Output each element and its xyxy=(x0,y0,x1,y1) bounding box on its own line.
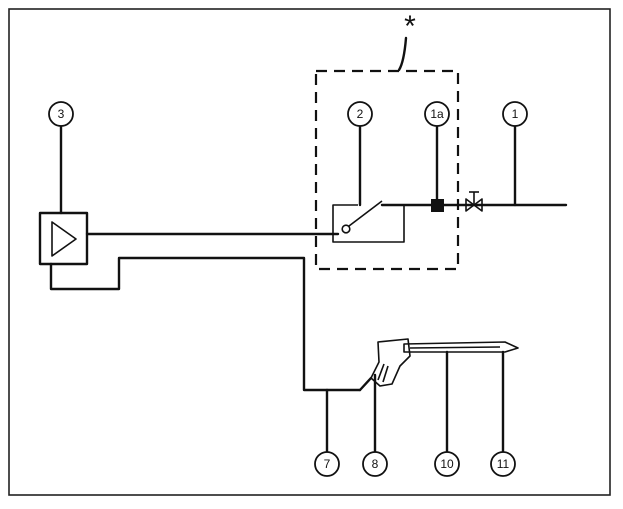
switch-contact xyxy=(341,224,351,234)
amplifier-box xyxy=(38,211,89,266)
callout-label-11: 11 xyxy=(497,457,510,471)
callout-7: 7 xyxy=(314,451,340,477)
enclosure-leader-line xyxy=(397,36,408,72)
group-marker-asterisk: * xyxy=(404,10,416,43)
callout-11: 11 xyxy=(490,451,516,477)
callout-label-1: 1 xyxy=(512,107,519,121)
valve-symbol-icon xyxy=(465,191,483,212)
callout-1: 1 xyxy=(502,101,528,127)
callout-label-8: 8 xyxy=(372,457,379,471)
callout-2: 2 xyxy=(347,101,373,127)
dashed-box xyxy=(314,69,460,271)
callout-10: 10 xyxy=(434,451,460,477)
spray-gun-icon xyxy=(358,338,519,392)
switch-lever xyxy=(348,200,383,227)
callout-label-1a: 1a xyxy=(430,107,444,121)
switch-block xyxy=(332,200,405,243)
amplifier-triangle-icon xyxy=(51,221,77,257)
gun-cable xyxy=(49,256,362,392)
dashed-enclosure: * xyxy=(314,10,460,271)
callout-label-7: 7 xyxy=(324,457,331,471)
callout-1a: 1a xyxy=(424,101,450,127)
callout-label-3: 3 xyxy=(58,107,65,121)
callout-3: 3 xyxy=(48,101,74,127)
callout-label-10: 10 xyxy=(440,457,454,471)
figure-border xyxy=(8,8,611,496)
sensor-element xyxy=(431,199,444,212)
callout-8: 8 xyxy=(362,451,388,477)
callout-label-2: 2 xyxy=(357,107,364,121)
amplifier-unit xyxy=(38,211,89,266)
